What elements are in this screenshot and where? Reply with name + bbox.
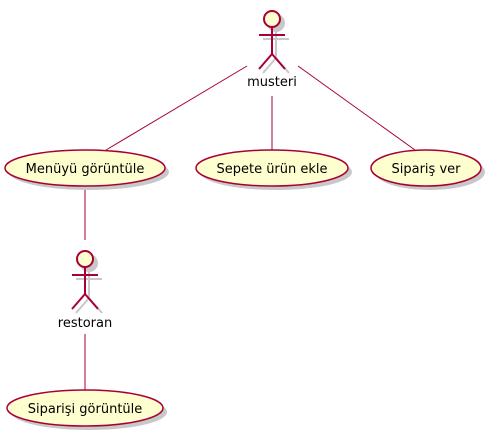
- usecase-label-order: Sipariş ver: [392, 162, 462, 177]
- association-musteri-menu: [105, 65, 248, 151]
- usecase-menu[interactable]: Menüyü görüntüle: [4, 149, 169, 190]
- actor-restoran[interactable]: restoran: [58, 250, 112, 331]
- actor-musteri[interactable]: musteri: [247, 10, 297, 90]
- usecase-cart[interactable]: Sepete ürün ekle: [195, 149, 352, 190]
- actor-label-restoran: restoran: [58, 316, 112, 331]
- actor-figure-icon: [71, 250, 103, 314]
- association-lines: [84, 65, 416, 390]
- usecase-order[interactable]: Sipariş ver: [370, 149, 485, 190]
- usecase-label-view-order: Siparişi görüntüle: [28, 402, 143, 417]
- usecase-label-cart: Sepete ürün ekle: [216, 162, 327, 177]
- actor-label-musteri: musteri: [247, 75, 297, 90]
- usecase-label-menu: Menüyü görüntüle: [26, 162, 145, 177]
- actor-figure-icon: [258, 10, 290, 74]
- association-musteri-order: [297, 65, 416, 151]
- usecase-view-order[interactable]: Siparişi görüntüle: [6, 389, 167, 430]
